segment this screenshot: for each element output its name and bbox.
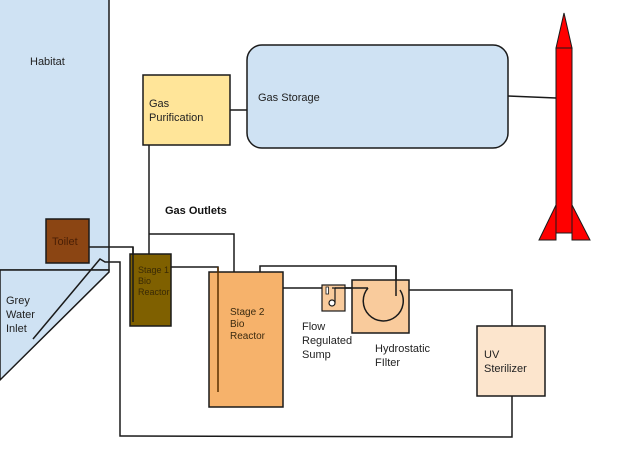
rocket-nose-cone (555, 12, 573, 49)
toilet-box (45, 218, 90, 264)
uv-sterilizer-label-1: UV (484, 349, 500, 361)
gas-purification: Gas Purification (142, 74, 231, 146)
flow-regulated-sump: Flow Regulated Sump (302, 284, 365, 361)
rocket-right-fin (571, 204, 591, 241)
storage-to-rocket-pipe (507, 95, 557, 99)
uv-sterilizer-box (476, 325, 546, 397)
stage1-bioreactor: Stage 1 Bio Reactor (129, 247, 172, 327)
habitat-label: Habitat (30, 56, 65, 68)
gas-purification-label-2: Purification (149, 112, 203, 124)
grey-water-inlet-label-2: Water (6, 309, 35, 321)
rocket-left-fin (538, 204, 557, 241)
filter-to-uv-pipe (400, 289, 513, 326)
sump-label-2: Regulated (302, 335, 352, 347)
grey-water-pipe (32, 258, 513, 438)
uv-sterilizer-label-2: Sterilizer (484, 363, 527, 375)
rocket-body (555, 47, 573, 234)
sump-inlet-slot (325, 286, 329, 295)
stage1-box (129, 253, 172, 327)
stage1-label-3: Reactor (138, 287, 170, 297)
grey-water-inlet-area (0, 269, 110, 382)
uv-sterilizer: UV Sterilizer (476, 325, 546, 397)
stage1-label-2: Bio (138, 276, 151, 286)
stage1-label-1: Stage 1 (138, 265, 169, 275)
stage2-label-3: Reactor (230, 331, 266, 342)
sump-label-1: Flow (302, 321, 325, 333)
stage2-label-2: Bio (230, 319, 245, 330)
gas-storage-label: Gas Storage (258, 92, 320, 104)
grey-water-inlet-label-3: Inlet (6, 323, 27, 335)
filter-label-2: FIlter (375, 357, 400, 369)
gas-outlet-pipe-stage2 (149, 233, 235, 272)
gas-purification-box (142, 74, 231, 146)
toilet-label: Toilet (52, 236, 78, 248)
gas-outlets-label: Gas Outlets (165, 205, 227, 217)
gas-purification-label-1: Gas (149, 98, 170, 110)
filter-chamber-icon (362, 287, 404, 322)
gas-storage-box (246, 44, 509, 149)
toilet: Toilet (45, 218, 90, 264)
hydrostatic-filter: Hydrostatic FIlter (345, 266, 431, 369)
grey-water-inlet-label-1: Grey (6, 295, 30, 307)
stage2-label-1: Stage 2 (230, 307, 265, 318)
rocket-icon (538, 12, 591, 241)
sump-label-3: Sump (302, 349, 331, 361)
stage2-bioreactor: Stage 2 Bio Reactor (208, 267, 284, 408)
sump-float-icon (328, 299, 336, 307)
gas-storage: Gas Storage (246, 44, 509, 149)
stage2-box (208, 271, 284, 408)
habitat: Habitat Grey Water Inlet (0, 0, 110, 382)
filter-label-1: Hydrostatic (375, 343, 431, 355)
sump-box (321, 284, 346, 312)
